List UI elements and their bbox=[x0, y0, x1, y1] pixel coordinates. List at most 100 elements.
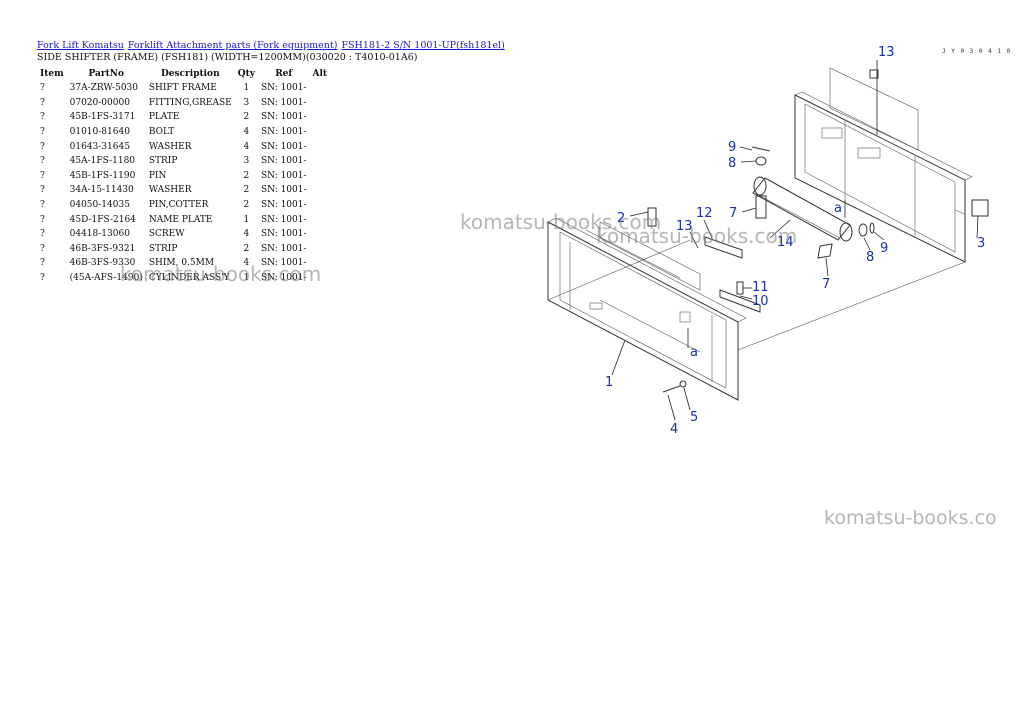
cell-qty: 4 bbox=[243, 127, 250, 138]
cell-qty: 4 bbox=[243, 258, 250, 269]
callout-14: 14 bbox=[777, 235, 794, 250]
leader-lines bbox=[611, 60, 979, 421]
cell-description: SHIM, 0.5MM bbox=[148, 258, 215, 269]
cell-item: ? bbox=[40, 83, 45, 94]
cell-qty: 2 bbox=[243, 185, 250, 196]
cell-item: ? bbox=[40, 141, 45, 152]
cell-partno: 07020-00000 bbox=[69, 97, 130, 108]
cell-partno: 46B-3FS-9321 bbox=[69, 243, 136, 254]
table-row: ? 45B-1FS-1190 PIN 2 SN: 1001- bbox=[37, 169, 330, 184]
callout-9b: 9 bbox=[880, 241, 888, 256]
cell-partno: 45B-1FS-3171 bbox=[69, 112, 136, 123]
cell-ref: SN: 1001- bbox=[260, 200, 307, 211]
cell-item: ? bbox=[40, 273, 45, 284]
cell-qty: 4 bbox=[243, 141, 250, 152]
cell-partno: 34A-15-11430 bbox=[69, 185, 134, 196]
cell-description: BOLT bbox=[148, 127, 175, 138]
callout-8a: 8 bbox=[728, 156, 736, 171]
small-parts bbox=[547, 69, 989, 393]
column-header-alt: Alt bbox=[312, 68, 328, 79]
cell-qty: 2 bbox=[243, 170, 250, 181]
cell-description: FITTING,GREASE bbox=[148, 97, 232, 108]
cell-partno: (45A-AFS-1490) bbox=[69, 273, 143, 284]
cell-partno: 01010-81640 bbox=[69, 127, 130, 138]
callout-13: 13 bbox=[676, 219, 693, 234]
cell-qty: 2 bbox=[243, 200, 250, 211]
breadcrumb-link-fork-lift[interactable]: Fork Lift Komatsu bbox=[37, 40, 124, 51]
cell-description: STRIP bbox=[148, 243, 178, 254]
cell-item: ? bbox=[40, 185, 45, 196]
cell-ref: SN: 1001- bbox=[260, 243, 307, 254]
cell-partno: 04050-14035 bbox=[69, 200, 130, 211]
callout-10: 10 bbox=[752, 294, 769, 309]
callout-a-lower: a bbox=[690, 345, 698, 360]
cell-ref: SN: 1001- bbox=[260, 170, 307, 181]
cell-description: PIN,COTTER bbox=[148, 200, 209, 211]
cell-description: PIN bbox=[148, 170, 167, 181]
table-row: ? 01010-81640 BOLT 4 SN: 1001- bbox=[37, 125, 330, 140]
callout-7b: 7 bbox=[822, 277, 830, 292]
cell-ref: SN: 1001- bbox=[260, 112, 307, 123]
cell-ref: SN: 1001- bbox=[260, 127, 307, 138]
cell-ref: SN: 1001- bbox=[260, 156, 307, 167]
callout-11: 11 bbox=[752, 280, 769, 295]
callout-7a: 7 bbox=[729, 206, 737, 221]
cell-partno: 45B-1FS-1190 bbox=[69, 170, 136, 181]
cell-qty: 1 bbox=[243, 214, 250, 225]
cell-partno: 01643-31645 bbox=[69, 141, 130, 152]
column-header-qty: Qty bbox=[237, 68, 255, 79]
callout-6: 13 bbox=[878, 45, 895, 60]
cell-qty: 2 bbox=[243, 243, 250, 254]
cell-ref: SN: 1001- bbox=[260, 273, 307, 284]
callout-8b: 8 bbox=[866, 250, 874, 265]
cell-description: WASHER bbox=[148, 185, 192, 196]
cell-qty: 3 bbox=[243, 97, 250, 108]
callout-a-upper: a bbox=[834, 201, 842, 216]
cell-item: ? bbox=[40, 97, 45, 108]
cell-qty: 1 bbox=[243, 273, 250, 284]
callout-3: 3 bbox=[977, 236, 985, 251]
cell-partno: 46B-3FS-9330 bbox=[69, 258, 136, 269]
cell-description: CYLINDER ASS'Y bbox=[148, 273, 230, 284]
cell-ref: SN: 1001- bbox=[260, 229, 307, 240]
cell-item: ? bbox=[40, 229, 45, 240]
cell-item: ? bbox=[40, 200, 45, 211]
cell-item: ? bbox=[40, 214, 45, 225]
diagram-ref-code: J Y 0 3 0 4 1 0 bbox=[942, 48, 1011, 55]
cell-description: SHIFT FRAME bbox=[148, 83, 217, 94]
table-row: ? 04050-14035 PIN,COTTER 2 SN: 1001- bbox=[37, 198, 330, 213]
parts-table: Item PartNo Description Qty Ref Alt ?37A… bbox=[37, 66, 330, 285]
cell-item: ? bbox=[40, 127, 45, 138]
breadcrumb-link-model[interactable]: FSH181-2 S/N 1001-UP(fsh181el) bbox=[341, 40, 505, 51]
cell-description: PLATE bbox=[148, 112, 180, 123]
cell-ref: SN: 1001- bbox=[260, 83, 307, 94]
cylinder-assembly bbox=[752, 176, 853, 242]
cell-description: WASHER bbox=[148, 141, 192, 152]
cell-partno: 04418-13060 bbox=[69, 229, 130, 240]
callout-12: 12 bbox=[696, 206, 713, 221]
cell-ref: SN: 1001- bbox=[260, 214, 307, 225]
cell-item: ? bbox=[40, 243, 45, 254]
cell-qty: 2 bbox=[243, 112, 250, 123]
cell-partno: 45D-1FS-2164 bbox=[69, 214, 136, 225]
cell-ref: SN: 1001- bbox=[260, 258, 307, 269]
cell-item: ? bbox=[40, 156, 45, 167]
callout-9a: 9 bbox=[728, 140, 736, 155]
breadcrumb-link-attachment-parts[interactable]: Forklift Attachment parts (Fork equipmen… bbox=[127, 40, 338, 51]
callout-5: 5 bbox=[690, 410, 698, 425]
cell-partno: 45A-1FS-1180 bbox=[69, 156, 136, 167]
shift-frame-outline bbox=[547, 217, 747, 401]
table-row: ? 46B-3FS-9321 STRIP 2 SN: 1001- bbox=[37, 242, 330, 257]
cell-qty: 1 bbox=[243, 83, 250, 94]
rear-frame-outline bbox=[794, 67, 973, 263]
cell-qty: 4 bbox=[243, 229, 250, 240]
cell-description: SCREW bbox=[148, 229, 185, 240]
cell-item: ? bbox=[40, 170, 45, 181]
